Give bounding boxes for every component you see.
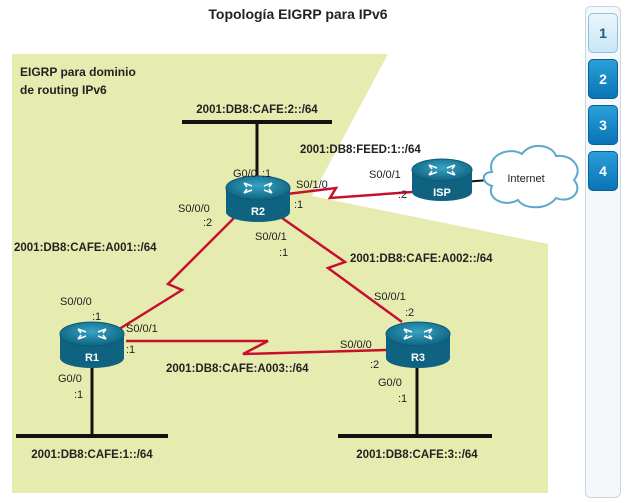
interface-label: S0/0/1 — [369, 169, 401, 181]
router-isp[interactable]: ISP — [411, 158, 473, 201]
router-r3[interactable]: R3 — [385, 321, 451, 368]
r2-lan-segment — [182, 120, 332, 180]
router-r2-label: R2 — [251, 206, 265, 218]
diagram-title: Topología EIGRP para IPv6 — [208, 6, 387, 22]
interface-label: S0/0/1 — [374, 291, 406, 303]
router-isp-label: ISP — [433, 187, 451, 199]
network-label-r2-lan: 2001:DB8:CAFE:2::/64 — [196, 104, 318, 116]
nav-button-1[interactable]: 1 — [588, 13, 618, 53]
nav-button-4[interactable]: 4 — [588, 151, 618, 191]
serial-link-r2-r3 — [281, 216, 403, 324]
network-label-isp-link: 2001:DB8:FEED:1::/64 — [300, 144, 421, 156]
domain-label-line1: EIGRP para dominio — [20, 65, 136, 79]
internet-cloud: Internet — [482, 145, 579, 209]
interface-host-label: :1 — [279, 247, 288, 259]
interface-label: S0/0/0 — [340, 339, 372, 351]
interface-host-label: :1 — [74, 389, 83, 401]
router-arrows-icon — [77, 328, 107, 340]
network-label-r2-r3: 2001:DB8:CAFE:A002::/64 — [350, 253, 493, 265]
eigrp-domain-area — [12, 54, 548, 493]
internet-label: Internet — [507, 173, 544, 185]
interface-label: S0/1/0 — [296, 179, 328, 191]
router-arrows-icon — [403, 328, 433, 340]
nav-button-2[interactable]: 2 — [588, 59, 618, 99]
interface-host-label: :2 — [398, 189, 407, 201]
interface-host-label: :1 — [92, 311, 101, 323]
router-r2[interactable]: R2 — [225, 175, 291, 222]
interface-label: G0/0 — [58, 373, 82, 385]
interface-host-label: :1 — [262, 168, 271, 180]
interface-host-label: :1 — [398, 393, 407, 405]
interface-label: S0/0/1 — [255, 231, 287, 243]
network-label-r1-r3: 2001:DB8:CAFE:A003::/64 — [166, 363, 309, 375]
interface-host-label: :2 — [405, 307, 414, 319]
router-r3-label: R3 — [411, 352, 425, 364]
interface-label: S0/0/1 — [126, 323, 158, 335]
r3-lan-segment — [338, 366, 492, 438]
serial-link-r1-r3 — [126, 339, 387, 356]
slide-navigation: 1 2 3 4 — [585, 6, 621, 498]
interface-host-label: :2 — [370, 359, 379, 371]
interface-label: S0/0/0 — [60, 296, 92, 308]
router-r1[interactable]: R1 — [59, 321, 125, 368]
network-label-r3-lan: 2001:DB8:CAFE:3::/64 — [356, 449, 478, 461]
router-r1-label: R1 — [85, 352, 99, 364]
domain-label-line2: de routing IPv6 — [20, 83, 107, 97]
nav-button-3[interactable]: 3 — [588, 105, 618, 145]
r1-lan-segment — [16, 366, 168, 438]
serial-link-r1-r2 — [107, 217, 235, 338]
serial-link-r2-isp — [286, 186, 413, 200]
interface-host-label: :1 — [294, 199, 303, 211]
interface-host-label: :2 — [203, 217, 212, 229]
router-arrows-icon — [428, 164, 456, 176]
interface-label: S0/0/0 — [178, 203, 210, 215]
interface-label: G0/0 — [233, 168, 257, 180]
interface-label: G0/0 — [378, 377, 402, 389]
router-arrows-icon — [243, 182, 273, 194]
interface-host-label: :1 — [126, 344, 135, 356]
network-label-r1-lan: 2001:DB8:CAFE:1::/64 — [31, 449, 153, 461]
network-label-r1-r2: 2001:DB8:CAFE:A001::/64 — [14, 242, 157, 254]
